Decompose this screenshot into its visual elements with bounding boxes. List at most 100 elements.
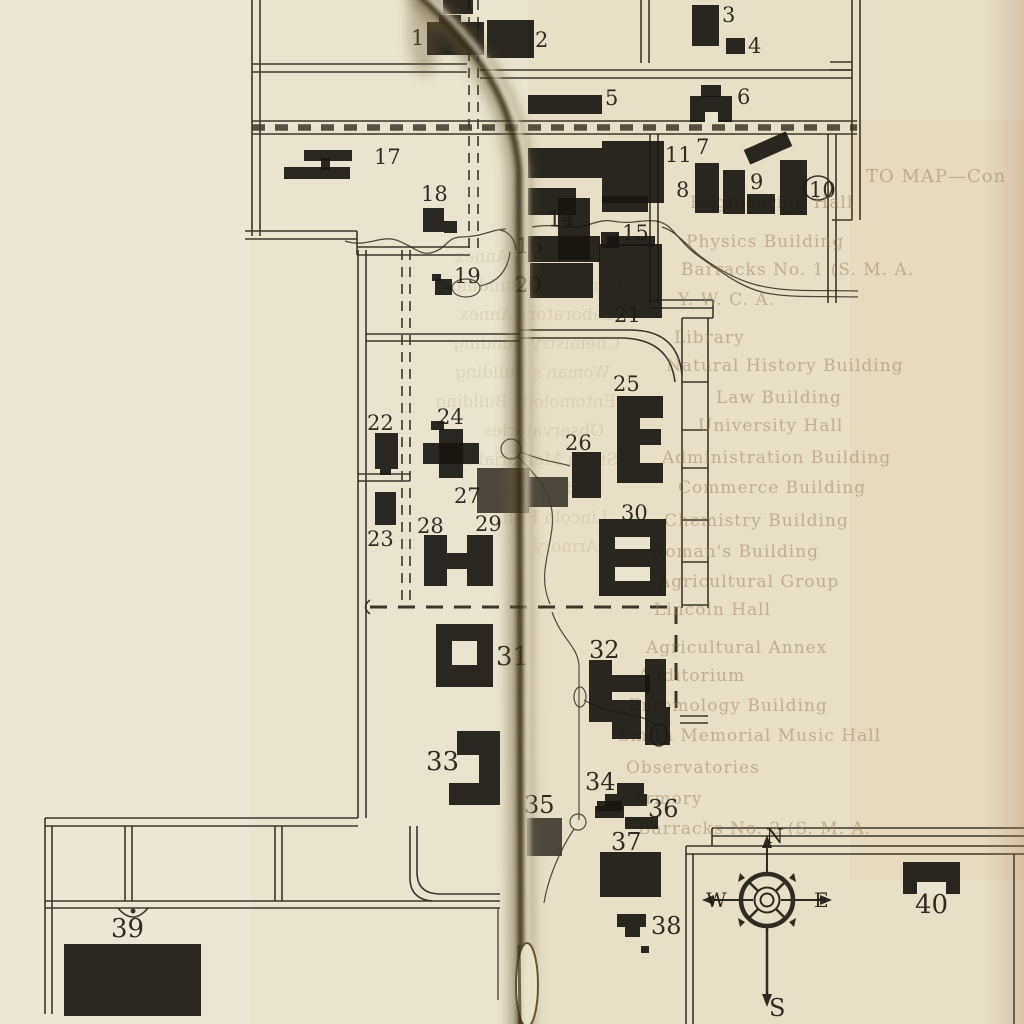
building-5	[528, 95, 602, 114]
page-edge-shade	[984, 0, 1024, 1024]
building-label-21: 21	[614, 303, 641, 327]
key-line: Agricultural Group	[657, 572, 839, 592]
key-line: Observatories	[626, 758, 760, 778]
building-label-32: 32	[589, 636, 620, 664]
building-label-24: 24	[437, 405, 464, 429]
mirrored-show-through-line: Woman's Building	[455, 363, 610, 383]
building-label-37: 37	[611, 828, 642, 856]
key-line: Entomology Building	[628, 696, 828, 716]
building-30	[599, 519, 666, 596]
compass-rose	[702, 835, 832, 1007]
building-label-29: 29	[475, 512, 502, 536]
building-35	[527, 818, 562, 856]
compass-label-east: E	[814, 888, 829, 912]
building-33	[449, 731, 500, 805]
building-label-40: 40	[915, 890, 948, 920]
building-9	[723, 170, 775, 214]
building-17	[284, 150, 352, 179]
mirrored-show-through-line: Armory	[533, 537, 599, 557]
compass-arrowheads	[702, 835, 832, 1007]
building-11	[602, 141, 664, 212]
building-label-33: 33	[426, 747, 459, 777]
building-10	[780, 160, 807, 215]
building-2	[487, 20, 534, 58]
key-line: Woman's Building	[648, 542, 819, 562]
building-37	[600, 852, 661, 897]
building-22	[375, 433, 398, 475]
building-23	[375, 492, 396, 525]
building-20	[530, 263, 593, 298]
building-label-15: 15	[622, 221, 649, 245]
building-19	[432, 274, 452, 295]
building-label-25: 25	[613, 372, 640, 396]
building-16	[528, 236, 600, 262]
key-line: Smith Memorial Music Hall	[618, 726, 881, 746]
building-label-34: 34	[585, 768, 616, 796]
building-label-6: 6	[737, 85, 750, 109]
building-8	[695, 163, 719, 213]
book-fold	[407, 0, 539, 1024]
building-label-22: 22	[367, 411, 394, 435]
key-line: Lincoln Hall	[654, 600, 771, 620]
building-6	[690, 85, 732, 123]
mirrored-show-through-line: Chemistry Building	[453, 334, 620, 354]
mirrored-show-through-line: Laboratory Annex	[459, 305, 614, 325]
building-label-17: 17	[374, 145, 401, 169]
building-label-3: 3	[722, 3, 735, 27]
key-line: Chemistry Building	[664, 511, 849, 531]
building-label-30: 30	[621, 501, 648, 525]
building-label-38: 38	[651, 912, 682, 940]
building-label-18: 18	[421, 182, 448, 206]
building-38	[617, 914, 649, 953]
building-32	[589, 659, 670, 745]
compass-label-west: W	[706, 888, 727, 912]
key-line: Physics Building	[686, 232, 844, 252]
compass-letters: N W E S	[706, 824, 829, 1022]
compass-label-south: S	[769, 994, 785, 1022]
key-line: Agricultural Annex	[645, 638, 827, 658]
building-label-9: 9	[750, 170, 763, 194]
buildings-layer	[64, 0, 960, 1016]
building-25	[617, 396, 663, 483]
compass-label-north: N	[766, 824, 784, 848]
building-label-26: 26	[565, 431, 592, 455]
road-network	[44, 0, 1024, 1024]
building-31	[436, 624, 493, 687]
key-line: Y. W. C. A.	[677, 290, 775, 310]
building-28	[424, 535, 493, 586]
building-label-23: 23	[367, 527, 394, 551]
building-label-8: 8	[676, 178, 689, 202]
building-label-10: 10	[809, 178, 836, 202]
key-line: Barracks No. 1 (S. M. A.	[681, 260, 914, 280]
building-21	[599, 236, 662, 318]
building-7	[743, 131, 793, 165]
key-line: Administration Building	[661, 448, 891, 468]
building-26	[572, 452, 601, 498]
key-line: Commerce Building	[678, 478, 866, 498]
building-4	[726, 38, 745, 54]
building-label-27: 27	[454, 484, 481, 508]
building-3	[692, 5, 719, 46]
building-label-28: 28	[417, 514, 444, 538]
building-40	[903, 862, 960, 894]
building-label-19: 19	[454, 264, 481, 288]
building-label-39: 39	[111, 914, 144, 944]
building-label-36: 36	[648, 795, 679, 823]
building-label-7: 7	[696, 135, 709, 159]
key-line: Law Building	[716, 388, 842, 408]
building-36	[597, 801, 658, 829]
building-24	[423, 421, 479, 478]
key-line: Armory	[631, 789, 703, 809]
building-label-5: 5	[605, 86, 618, 110]
building-label-14: 14	[548, 207, 575, 231]
building-label-11: 11	[665, 143, 692, 167]
building-label-4: 4	[748, 34, 761, 58]
key-heading: TO MAP—Con	[866, 166, 1006, 187]
building-18	[423, 208, 457, 233]
key-line: University Hall	[698, 416, 843, 436]
key-line: Library	[674, 328, 745, 348]
